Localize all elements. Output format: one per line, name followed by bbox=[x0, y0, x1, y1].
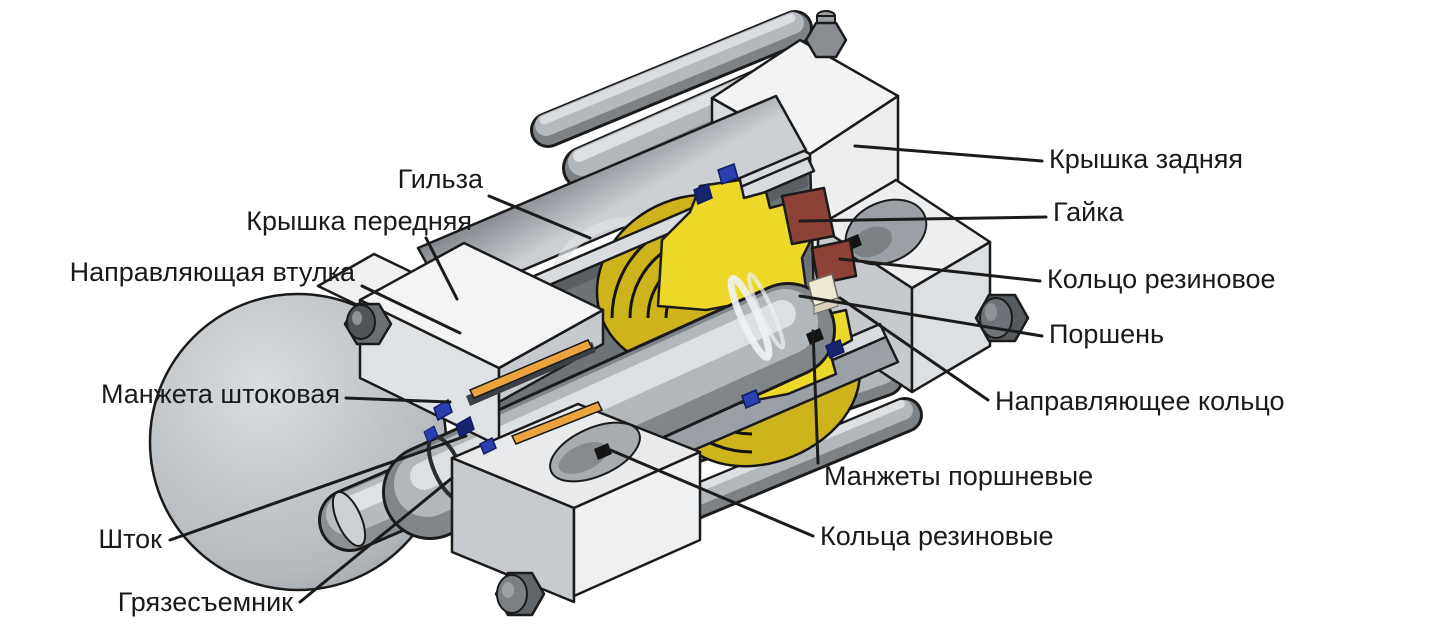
leader-rod bbox=[168, 434, 468, 542]
leader-front-cover bbox=[424, 236, 459, 301]
label-rod-seal: Манжета штоковая bbox=[101, 379, 340, 409]
label-rubber-ring: Кольцо резиновое bbox=[1047, 264, 1276, 294]
callout-labels: Гильза Крышка передняя Направляющая втул… bbox=[70, 144, 1285, 617]
leader-piston bbox=[798, 294, 1044, 338]
label-guide-ring: Направляющее кольцо bbox=[995, 386, 1285, 416]
leader-wiper bbox=[298, 476, 454, 604]
piston-seal-blue-top bbox=[717, 163, 739, 185]
label-guide-bushing: Направляющая втулка bbox=[70, 257, 356, 287]
leader-rod-seal bbox=[344, 396, 452, 404]
guide-bushing-strip-top bbox=[468, 339, 594, 399]
leader-rubber-ring bbox=[838, 257, 1042, 283]
front-bolt bbox=[343, 302, 393, 346]
label-nut: Гайка bbox=[1053, 197, 1125, 227]
leader-lines bbox=[168, 144, 1048, 604]
cushion-boss bbox=[844, 198, 928, 266]
leader-guide-ring bbox=[838, 296, 990, 402]
label-front-cover: Крышка передняя bbox=[246, 206, 472, 236]
leader-nut bbox=[798, 215, 1048, 223]
leader-guide-bushing bbox=[360, 284, 462, 335]
rear-bolt bbox=[974, 293, 1030, 343]
bottom-bolt bbox=[494, 571, 546, 617]
rubber-ring-red bbox=[810, 238, 858, 286]
tie-rod-nut bbox=[804, 10, 848, 59]
label-rubber-rings: Кольца резиновые bbox=[820, 521, 1054, 551]
piston-seal-black bbox=[806, 328, 824, 345]
front-cover-bottom-block bbox=[450, 401, 702, 617]
leader-rubber-rings bbox=[606, 447, 815, 538]
o-ring-front bbox=[594, 443, 612, 460]
label-wiper: Грязесъемник bbox=[118, 587, 293, 617]
label-rod: Шток bbox=[98, 524, 162, 554]
rod-polished-ring bbox=[727, 275, 773, 361]
label-piston-seals: Манжеты поршневые bbox=[824, 461, 1093, 491]
tie-rod-top-far bbox=[530, 10, 813, 148]
leader-rear-cover bbox=[853, 144, 1044, 163]
leader-sleeve bbox=[487, 194, 592, 240]
guide-bushing-strips bbox=[423, 339, 596, 443]
label-piston: Поршень bbox=[1049, 319, 1164, 349]
piston-seal-blue-bottom bbox=[741, 388, 761, 410]
label-sleeve: Гильза bbox=[398, 164, 484, 194]
leader-piston-seals bbox=[811, 329, 820, 465]
piston-nut bbox=[780, 186, 836, 246]
piston-seal-blue-top2 bbox=[693, 182, 713, 206]
guide-bushing-strip-bottom bbox=[510, 401, 604, 445]
label-rear-cover: Крышка задняя bbox=[1049, 144, 1243, 174]
